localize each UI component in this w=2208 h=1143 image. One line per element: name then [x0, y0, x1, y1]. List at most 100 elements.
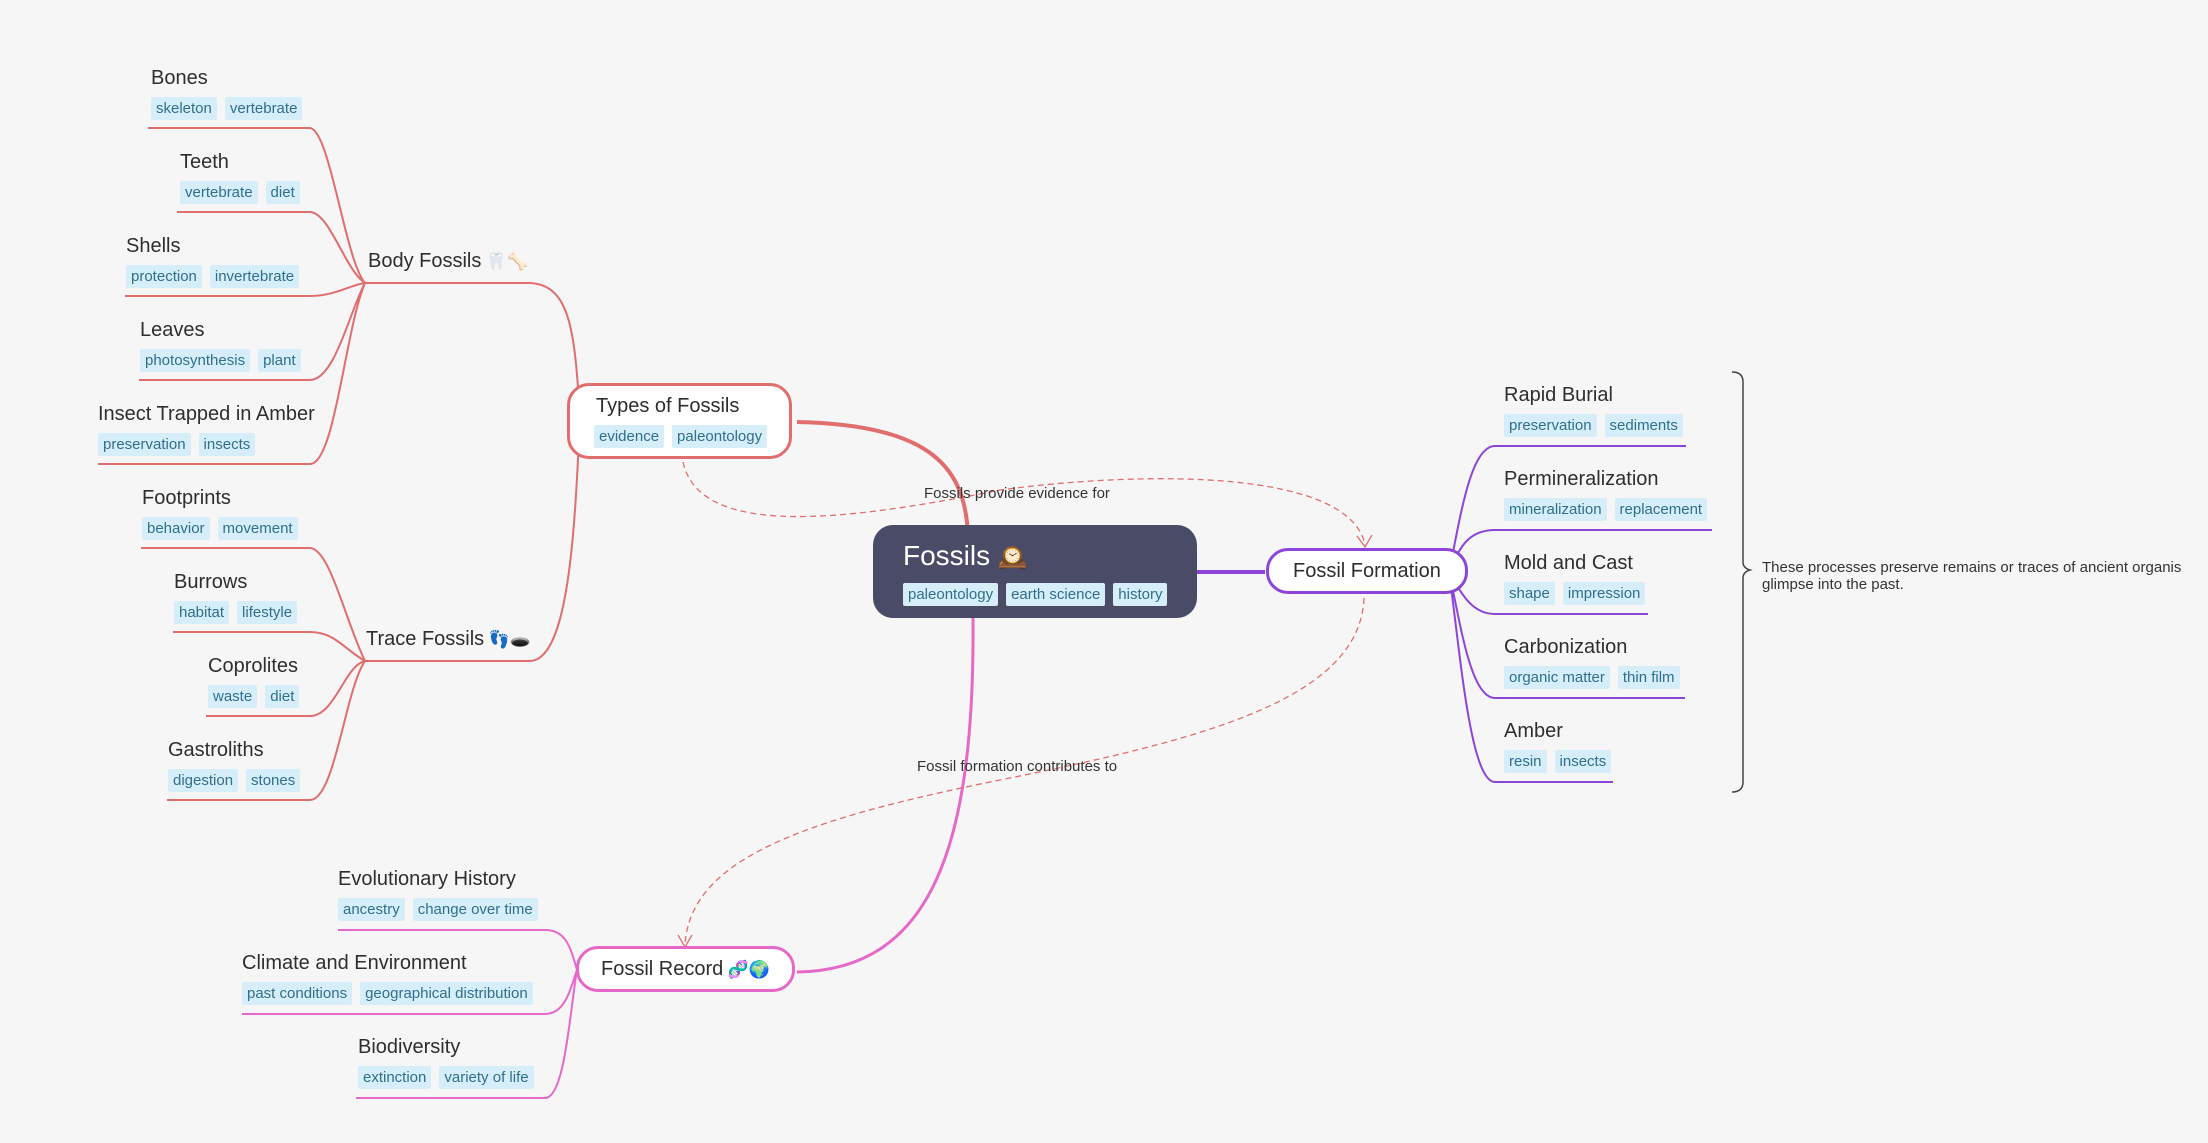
tag: evidence — [594, 425, 665, 448]
topic-evolutionary-history[interactable]: Evolutionary History ancestry change over… — [338, 867, 538, 921]
topic-title: Body Fossils — [368, 250, 482, 272]
tooth-bone-icon: 🦷🦴 — [485, 252, 529, 271]
topic-title: Coprolites — [208, 655, 299, 677]
topic-title: Fossil Formation — [1293, 560, 1441, 582]
topic-title: Amber — [1504, 720, 1563, 742]
topic-footprints[interactable]: Footprints behavior movement — [142, 486, 298, 540]
topic-title: Permineralization — [1504, 468, 1659, 490]
tag: history — [1113, 583, 1168, 606]
topic-title: Burrows — [174, 571, 248, 593]
tag: movement — [217, 517, 298, 540]
relation-evidence-line — [682, 461, 1366, 546]
topic-leaves[interactable]: Leaves photosynthesis plant — [140, 318, 301, 372]
link-types-trace — [365, 419, 581, 662]
topic-title: Evolutionary History — [338, 868, 516, 890]
topic-title: Fossil Record — [601, 958, 724, 980]
tag: preservation — [1504, 414, 1597, 437]
dna-globe-icon: 🧬🌍 — [727, 960, 771, 979]
tag: skeleton — [151, 97, 217, 120]
topic-title: Leaves — [140, 319, 205, 341]
topic-title: Biodiversity — [358, 1036, 461, 1058]
topic-mold-cast[interactable]: Mold and Cast shape impression — [1504, 551, 1646, 605]
link-coprolites — [206, 660, 366, 717]
tag: insects — [198, 433, 256, 456]
topic-carbonization[interactable]: Carbonization organic matter thin film — [1504, 635, 1680, 689]
tag: habitat — [174, 601, 230, 624]
link-biodiversity — [356, 969, 578, 1099]
tag: insects — [1554, 750, 1612, 773]
tag: variety of life — [439, 1066, 534, 1089]
link-bones — [148, 127, 366, 284]
tag: digestion — [168, 769, 239, 792]
link-root-record — [796, 617, 975, 974]
topic-types-of-fossils[interactable]: Types of Fossils evidence paleontology — [567, 383, 793, 459]
topic-fossil-record[interactable]: Fossil Record 🧬🌍 — [576, 946, 796, 992]
link-amber-insect — [98, 282, 366, 465]
topic-title: Carbonization — [1504, 636, 1628, 658]
topic-burrows[interactable]: Burrows habitat lifestyle — [174, 570, 298, 624]
tag: change over time — [412, 898, 538, 921]
topic-title: Types of Fossils — [596, 395, 740, 417]
summary-brace — [1731, 371, 1753, 793]
topic-title: Mold and Cast — [1504, 552, 1633, 574]
tag: replacement — [1614, 498, 1708, 521]
link-leaves — [139, 282, 366, 381]
link-footprints — [141, 547, 366, 662]
tag: ancestry — [338, 898, 405, 921]
topic-permineralization[interactable]: Permineralization mineralization replacem… — [1504, 467, 1708, 521]
tag: shape — [1504, 582, 1555, 605]
tag: paleontology — [903, 583, 999, 606]
link-burrows — [173, 631, 366, 662]
tag: diet — [265, 685, 300, 708]
topic-trace-fossils[interactable]: Trace Fossils 👣🕳️ — [366, 627, 531, 651]
tag: protection — [126, 265, 202, 288]
link-evolutionary — [338, 929, 578, 971]
tag: preservation — [98, 433, 191, 456]
tag: mineralization — [1504, 498, 1607, 521]
tag: plant — [258, 349, 301, 372]
tag: diet — [265, 181, 300, 204]
root-title: Fossils — [903, 540, 991, 571]
tag: sediments — [1604, 414, 1683, 437]
tag: behavior — [142, 517, 210, 540]
tag: stones — [246, 769, 301, 792]
topic-body-fossils[interactable]: Body Fossils 🦷🦴 — [368, 249, 528, 273]
topic-title: Footprints — [142, 487, 231, 509]
relation-evidence-label[interactable]: Fossils provide evidence for — [924, 485, 1110, 502]
link-gastroliths — [167, 660, 366, 801]
tag: photosynthesis — [140, 349, 251, 372]
tag: geographical distribution — [360, 982, 533, 1005]
tag: earth science — [1006, 583, 1106, 606]
topic-title: Rapid Burial — [1504, 384, 1613, 406]
topic-title: Shells — [126, 235, 181, 257]
summary-note[interactable]: These processes preserve remains or trac… — [1762, 559, 2182, 593]
tag: organic matter — [1504, 666, 1610, 689]
tag: impression — [1562, 582, 1646, 605]
relation-contributes-label[interactable]: Fossil formation contributes to — [917, 758, 1118, 775]
topic-title: Trace Fossils — [366, 628, 485, 650]
topic-fossil-formation[interactable]: Fossil Formation — [1266, 548, 1468, 594]
tag: lifestyle — [237, 601, 298, 624]
tag: thin film — [1617, 666, 1680, 689]
topic-rapid-burial[interactable]: Rapid Burial preservation sediments — [1504, 383, 1683, 437]
root-topic[interactable]: Fossils 🕰️ paleontology earth science hi… — [873, 525, 1198, 618]
topic-title: Gastroliths — [168, 739, 264, 761]
link-teeth — [177, 211, 366, 284]
tag: vertebrate — [180, 181, 258, 204]
topic-gastroliths[interactable]: Gastroliths digestion stones — [168, 738, 301, 792]
link-shells — [125, 282, 366, 297]
link-types-body — [365, 282, 581, 421]
tag: vertebrate — [224, 97, 303, 120]
topic-title: Bones — [151, 67, 208, 89]
topic-bones[interactable]: Bones skeleton vertebrate — [151, 66, 303, 120]
tag: paleontology — [672, 425, 768, 448]
link-root-types — [796, 420, 970, 536]
